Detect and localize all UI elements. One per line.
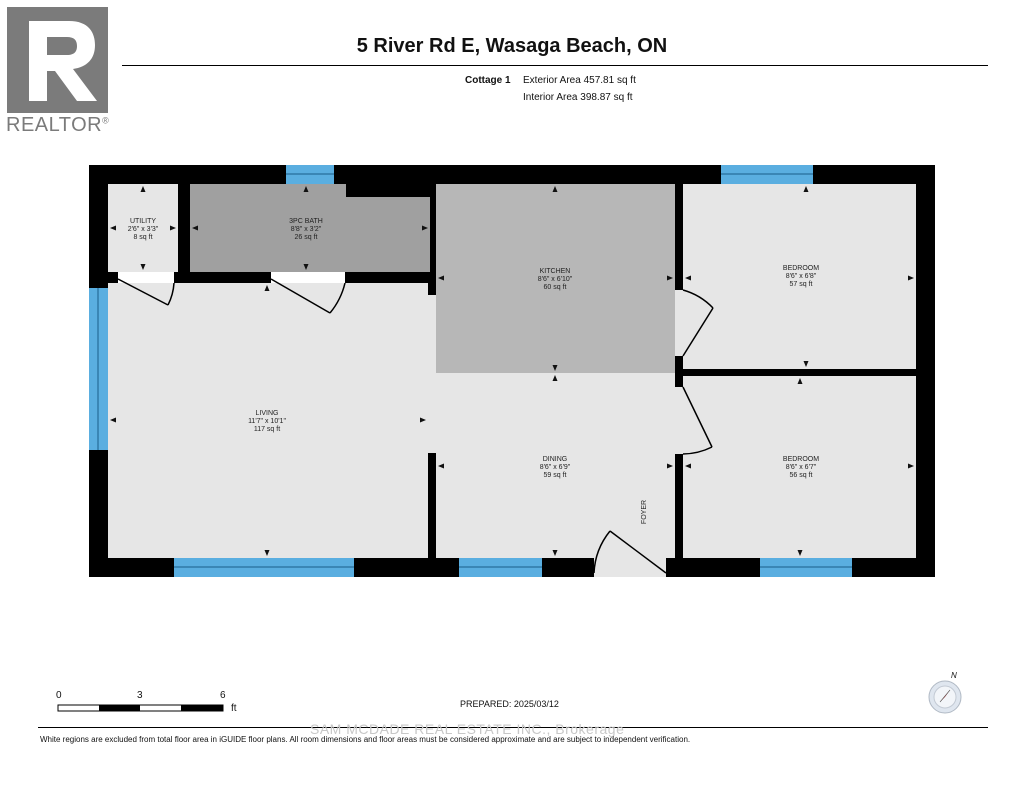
room-kitchen	[436, 184, 675, 373]
brokerage-watermark: SAM MCDADE REAL ESTATE INC., Brokerage	[310, 721, 625, 737]
kitchen-area: 60 sq ft	[544, 284, 567, 291]
dining-area: 59 sq ft	[544, 472, 567, 479]
dining-dims: 8'6" x 6'9"	[540, 464, 571, 471]
bedroom-2-area: 56 sq ft	[790, 472, 813, 479]
area-summary: Cottage 1 Exterior Area 457.81 sq ft Inte…	[465, 72, 636, 106]
utility-dims: 2'6" x 3'3"	[128, 226, 159, 233]
opening-utility	[118, 272, 174, 283]
foyer-label: FOYER	[641, 500, 648, 524]
compass-north-label: N	[951, 671, 957, 680]
disclaimer-text: White regions are excluded from total fl…	[40, 735, 691, 744]
opening-bedroom-2	[675, 387, 683, 454]
scale-tick-6: 6	[220, 690, 226, 701]
opening-bedroom-1	[675, 290, 683, 356]
living-dims: 11'7" x 10'1"	[248, 418, 286, 425]
prepared-date: PREPARED: 2025/03/12	[460, 699, 559, 709]
utility-name: UTILITY	[130, 218, 156, 225]
bedroom-1-area: 57 sq ft	[790, 281, 813, 288]
bedroom-1-dims: 8'6" x 6'8"	[786, 273, 817, 280]
realtor-logo: REALTOR®	[0, 0, 124, 140]
room-bedroom-2	[683, 376, 916, 558]
page-title: 5 River Rd E, Wasaga Beach, ON	[356, 35, 668, 57]
room-bedroom-1	[683, 184, 916, 369]
room-utility	[108, 184, 178, 272]
bath-area: 26 sq ft	[295, 234, 318, 241]
realtor-logo-text: REALTOR®	[6, 114, 110, 136]
title-divider	[122, 65, 988, 66]
scale-bar-graphic	[57, 704, 224, 712]
scale-tick-0: 0	[56, 690, 62, 701]
bath-corner-wall	[346, 184, 430, 197]
scale-unit: ft	[231, 703, 237, 714]
opening-bath	[271, 272, 345, 283]
opening-living-kitchen	[427, 295, 436, 453]
kitchen-dims: 8'6" x 6'10"	[538, 276, 573, 283]
opening-front-door	[594, 558, 666, 577]
living-area: 117 sq ft	[254, 426, 280, 433]
compass-icon: N	[927, 671, 967, 715]
room-bath	[190, 184, 430, 272]
room-dining	[436, 373, 675, 558]
bedroom-2-dims: 8'6" x 6'7"	[786, 464, 817, 471]
building-label: Cottage 1	[465, 75, 511, 86]
bedroom-2-name: BEDROOM	[783, 456, 819, 463]
room-living	[108, 283, 428, 558]
dining-name: DINING	[543, 456, 568, 463]
scale-tick-3: 3	[137, 690, 143, 701]
bedroom-1-name: BEDROOM	[783, 265, 819, 272]
utility-area: 8 sq ft	[133, 234, 152, 241]
exterior-area: Exterior Area 457.81 sq ft	[523, 75, 636, 86]
living-name: LIVING	[256, 410, 279, 417]
realtor-logo-mark	[7, 7, 108, 113]
kitchen-name: KITCHEN	[540, 268, 571, 275]
scale-bar: 0 3 6 ft	[50, 690, 250, 720]
interior-area: Interior Area 398.87 sq ft	[523, 92, 633, 103]
footer-divider	[38, 727, 988, 728]
bath-dims: 8'8" x 3'2"	[291, 226, 322, 233]
bath-name: 3PC BATH	[289, 218, 323, 225]
